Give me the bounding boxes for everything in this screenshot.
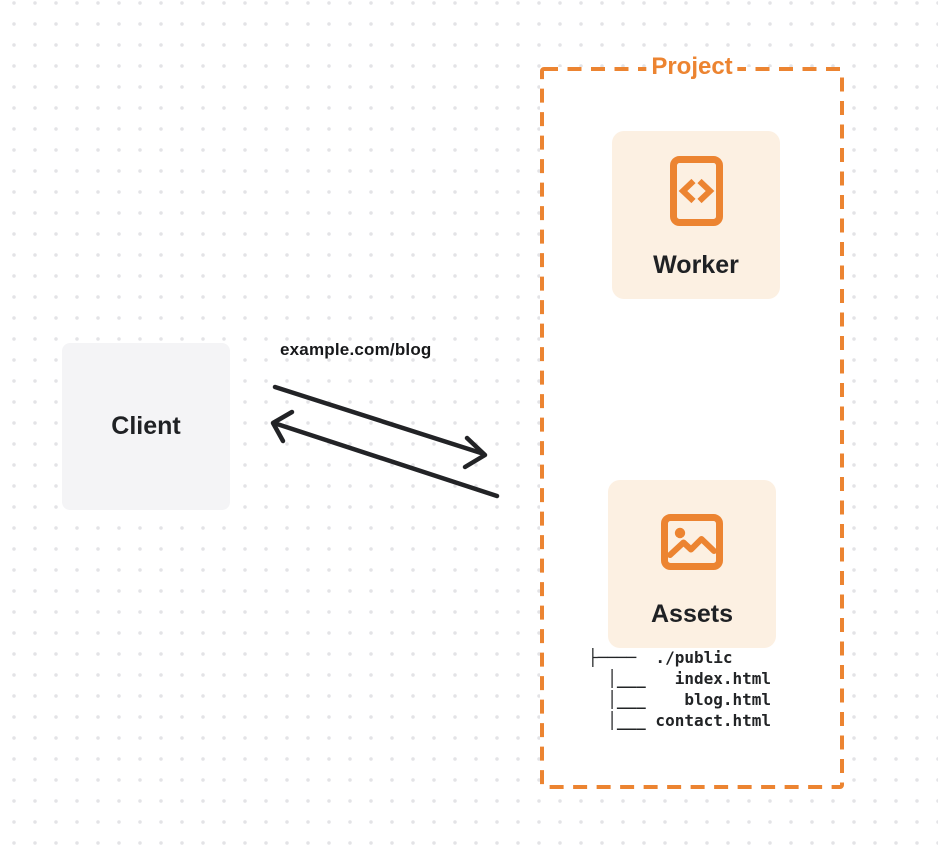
project-boundary: Project Worker Assets ├──── ./public │__… — [540, 53, 844, 789]
tree-line-blog: │___ blog.html — [588, 690, 772, 709]
assets-label: Assets — [651, 600, 733, 628]
request-arrow-line — [272, 384, 484, 456]
response-arrow-line — [274, 421, 500, 499]
response-arrowhead-icon — [270, 409, 295, 444]
tree-line-contact: │___ contact.html — [588, 711, 772, 730]
request-url-label: example.com/blog — [280, 340, 432, 359]
tree-line-index: │___ index.html — [588, 669, 772, 688]
worker-label: Worker — [653, 251, 739, 279]
tree-line-public: ├──── ./public — [588, 648, 733, 667]
request-arrowhead-icon — [462, 435, 488, 470]
assets-file-tree: ├──── ./public │___ index.html │___ blog… — [588, 647, 771, 731]
worker-card: Worker — [612, 131, 780, 299]
client-box: Client — [62, 343, 230, 510]
code-file-icon — [669, 156, 723, 226]
project-label: Project — [646, 53, 738, 81]
assets-card: Assets — [608, 480, 776, 648]
client-label: Client — [111, 412, 181, 440]
image-icon — [661, 514, 723, 570]
